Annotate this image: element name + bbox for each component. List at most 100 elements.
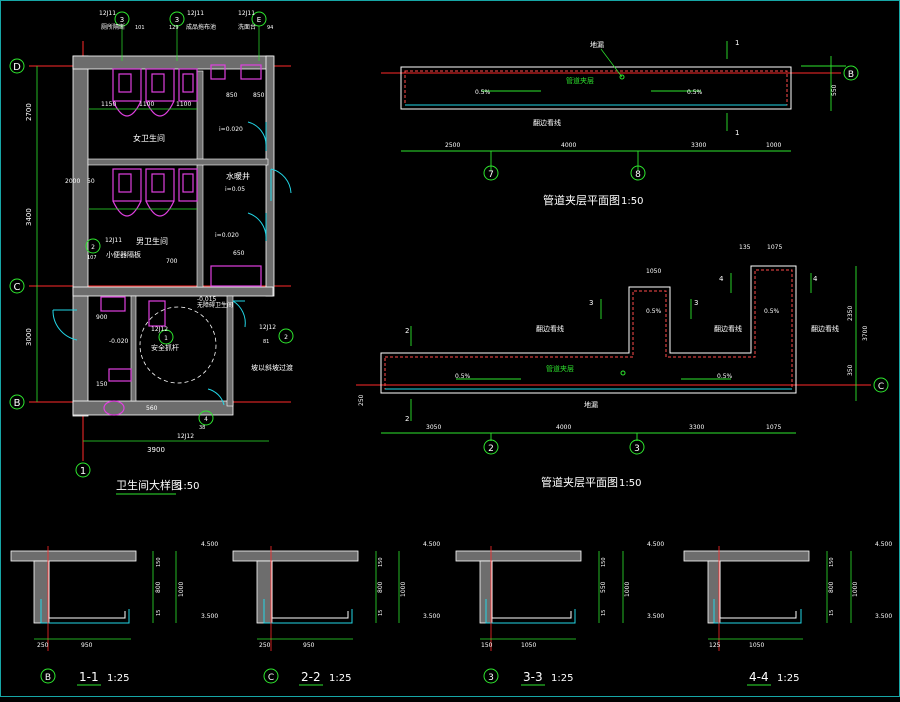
ref-2-top: 12J11 [187,10,204,17]
sec4-w1: 125 [709,642,721,649]
note-slope-a: i=0.020 [219,126,243,133]
pp2-inspect-c: 翻边看线 [811,324,839,333]
ref-3-top: 12J11 [238,10,255,17]
dim-700: 700 [166,258,178,265]
dim-150: 150 [96,381,108,388]
sec2-w2: 950 [303,642,315,649]
pp2-axis-3: 3 [634,444,640,454]
bathroom-plan-title: 卫生间大样图 [116,478,182,492]
pp1-dim-4000: 4000 [561,142,576,149]
ref-4-sheet: 107 [87,255,97,261]
sec3-elev-bottom: 3.500 [647,613,664,620]
sec3-h550: 550 [600,581,607,593]
pp2-slope-d: 0.5% [764,308,780,315]
sec3-h15: 15 [601,610,607,616]
note-urinal: 小便器隔板 [106,250,141,259]
ref-1-top: 12J11 [99,10,116,17]
axis-C-label: C [14,282,21,293]
dim-3400: 3400 [25,208,33,226]
sec3-elev-top: 4.500 [647,541,664,548]
pp1-slope-a: 0.5% [475,89,491,96]
section-3-3 [455,546,624,684]
dim-1150: 1150 [101,101,116,108]
dim-1100-b: 1100 [176,101,191,108]
sec1-scale: 1:25 [107,673,129,684]
sec2-h15: 15 [378,610,384,616]
dim-650: 650 [233,250,245,257]
ref-1-label: 厕所隔断 [101,23,125,31]
pp2-section-4-right: 4 [813,275,818,283]
pp2-section-2-bottom: 2 [405,415,409,423]
pp2-dim-350: 350 [847,364,854,376]
pp1-section-top: 1 [735,39,739,47]
pp2-section-4-left: 4 [719,275,724,283]
sec1-axis: B [45,673,51,683]
note-slope-b: i=0.020 [215,232,239,239]
ref-3-num: E [257,16,261,24]
sec3-w2: 1050 [521,642,536,649]
pp2-dim-250: 250 [358,394,365,406]
ref-7-sheet: 38 [199,425,205,431]
pp2-section-2-top: 2 [405,327,409,335]
ref-2-label: 成品拖布池 [186,23,216,31]
section-1-1 [10,546,177,684]
sec4-elev-bottom: 3.500 [875,613,892,620]
pp1-dim-3300: 3300 [691,142,706,149]
sec1-w1: 250 [37,642,49,649]
note-handrail: 安全抓杆 [151,343,179,352]
pp2-axis-2: 2 [488,444,494,454]
pp1-inspect-label: 翻边看线 [533,118,561,127]
ref-2-num: 3 [175,16,179,24]
sec2-h800: 800 [377,581,384,593]
sec2-title: 2-2 [301,670,321,684]
note-accessible: 无障碍卫生间 [197,301,233,309]
sec4-h15: 15 [829,610,835,616]
dim-1100-a: 1100 [139,101,154,108]
ref-6-num: 1 [164,335,168,342]
sec3-axis: 3 [488,673,494,683]
bathroom-plan-scale: 1:50 [177,481,199,492]
pp1-core-label: 管道夹层 [566,76,594,85]
dim-2000: 2000 [65,178,80,185]
sec4-h150: 150 [829,557,835,567]
ref-5-num: 2 [284,334,288,341]
pp1-dim-550: 550 [831,84,838,96]
pipe-plan-2-scale: 1:50 [619,478,641,489]
dim-850-b: 850 [253,92,265,99]
pp2-inspect-b: 翻边看线 [714,324,742,333]
dim-560: 560 [146,405,158,412]
note-ramp: 坡以斜坡过渡 [251,363,293,372]
dim-3000: 3000 [25,328,33,346]
room-water-well: 水暖井 [226,171,250,181]
sec1-w2: 950 [81,642,93,649]
sec2-w1: 250 [259,642,271,649]
sec3-h1000: 1000 [624,582,631,597]
pp1-axis-7: 7 [488,170,494,180]
sec1-h15: 15 [156,610,162,616]
pp2-slope-a: 0.5% [455,373,471,380]
pp2-inspect-a: 翻边看线 [536,324,564,333]
pp2-slope-b: 0.5% [717,373,733,380]
dim-3900: 3900 [147,446,165,454]
pipe-plan-1-scale: 1:50 [621,196,643,207]
pp2-dim-4000: 4000 [556,424,571,431]
sec4-elev-top: 4.500 [875,541,892,548]
pp1-dim-1000: 1000 [766,142,781,149]
sec4-title: 4-4 [749,670,769,684]
pp1-slope-b: 0.5% [687,89,703,96]
ref-5-sheet: 81 [263,339,269,345]
sec3-w1: 150 [481,642,493,649]
note-minus015: -0.015 [197,296,217,303]
bathroom-plan: D C B 1 2700 3400 3000 3900 1150 1100 11… [9,10,294,495]
sec2-scale: 1:25 [329,673,351,684]
dim-2700: 2700 [25,103,33,121]
sec3-title: 3-3 [523,670,543,684]
ref-5-top: 12J12 [259,324,276,331]
ref-1-num: 3 [120,16,124,24]
ref-1-sheet: 101 [135,25,145,31]
sec3-h150: 150 [601,557,607,567]
pp2-floor-drain: 地漏 [584,400,598,409]
axis-D-label: D [13,62,21,73]
